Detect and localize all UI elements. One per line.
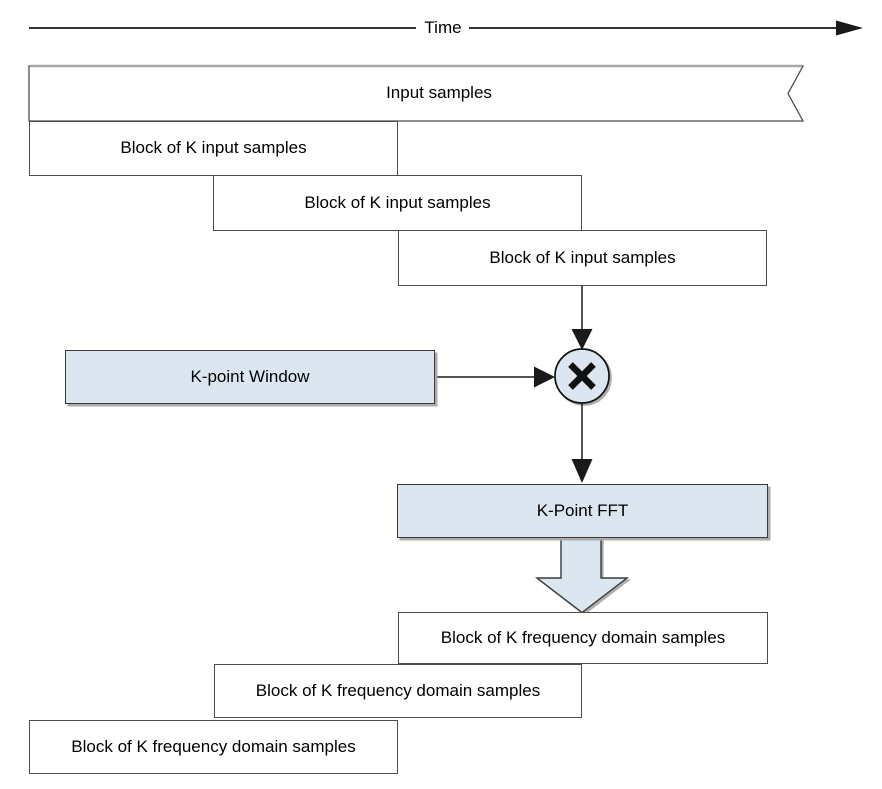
- k-point-window-box: K-point Window: [65, 350, 435, 404]
- output-block-1: Block of K frequency domain samples: [398, 612, 768, 664]
- time-axis-label: Time: [424, 18, 462, 37]
- input-block-1: Block of K input samples: [29, 121, 398, 176]
- connector-multiplier-to-fft: [571, 403, 593, 483]
- input-block-3: Block of K input samples: [398, 230, 767, 286]
- input-samples-label: Input samples: [386, 83, 492, 103]
- k-point-fft-box: K-Point FFT: [397, 484, 768, 538]
- block-down-arrow-icon: [534, 538, 630, 614]
- connector-block-to-multiplier: [571, 286, 593, 350]
- output-block-2: Block of K frequency domain samples: [214, 664, 582, 718]
- time-axis-arrow: [29, 20, 863, 36]
- connector-window-to-multiplier: [436, 366, 555, 388]
- down-arrowhead-icon: [571, 459, 593, 483]
- input-samples-shape: [28, 64, 805, 122]
- input-block-2: Block of K input samples: [213, 175, 582, 231]
- output-block-3: Block of K frequency domain samples: [29, 720, 398, 774]
- right-arrowhead-icon: [534, 366, 555, 388]
- down-arrowhead-icon: [571, 329, 593, 350]
- time-arrowhead-icon: [836, 20, 863, 36]
- multiply-icon: [554, 348, 610, 404]
